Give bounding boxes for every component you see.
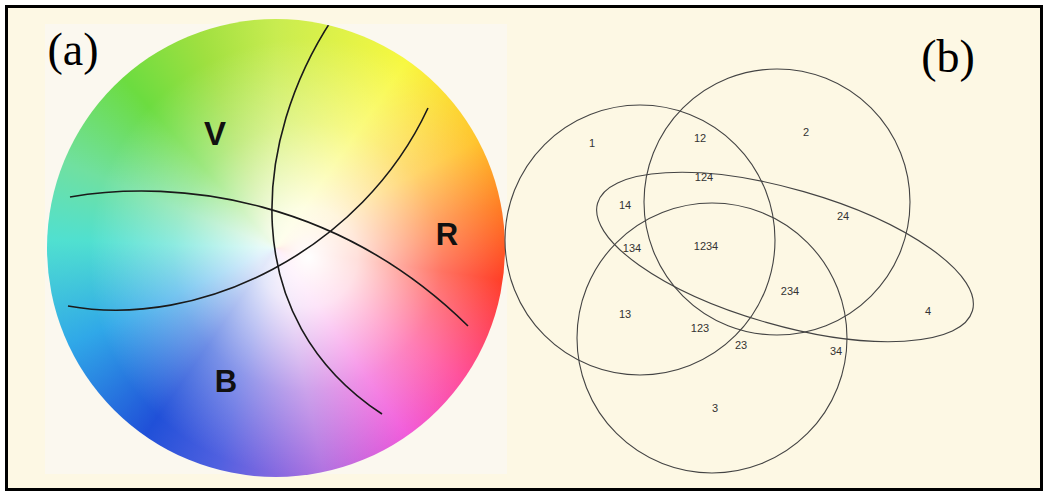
region-label: 134: [623, 243, 641, 254]
region-letter: R: [436, 219, 458, 250]
region-label: 23: [735, 340, 747, 351]
region-label: 1: [589, 138, 595, 149]
panel-label: (b): [921, 34, 975, 80]
region-label: 12: [694, 133, 706, 144]
region-label: 4: [925, 306, 931, 317]
region-label: 13: [619, 309, 631, 320]
region-letter: B: [215, 366, 237, 397]
region-letter: V: [204, 117, 226, 150]
region-label: 234: [781, 286, 799, 297]
region-label: 3: [712, 403, 718, 414]
region-label: 34: [830, 346, 842, 357]
region-label: 2: [803, 127, 809, 138]
region-label: 14: [619, 200, 631, 211]
region-label: 123: [691, 323, 709, 334]
region-label: 24: [837, 211, 849, 222]
region-label: 1234: [694, 241, 718, 252]
panel-label: (a): [47, 27, 98, 73]
region-label: 124: [695, 172, 713, 183]
